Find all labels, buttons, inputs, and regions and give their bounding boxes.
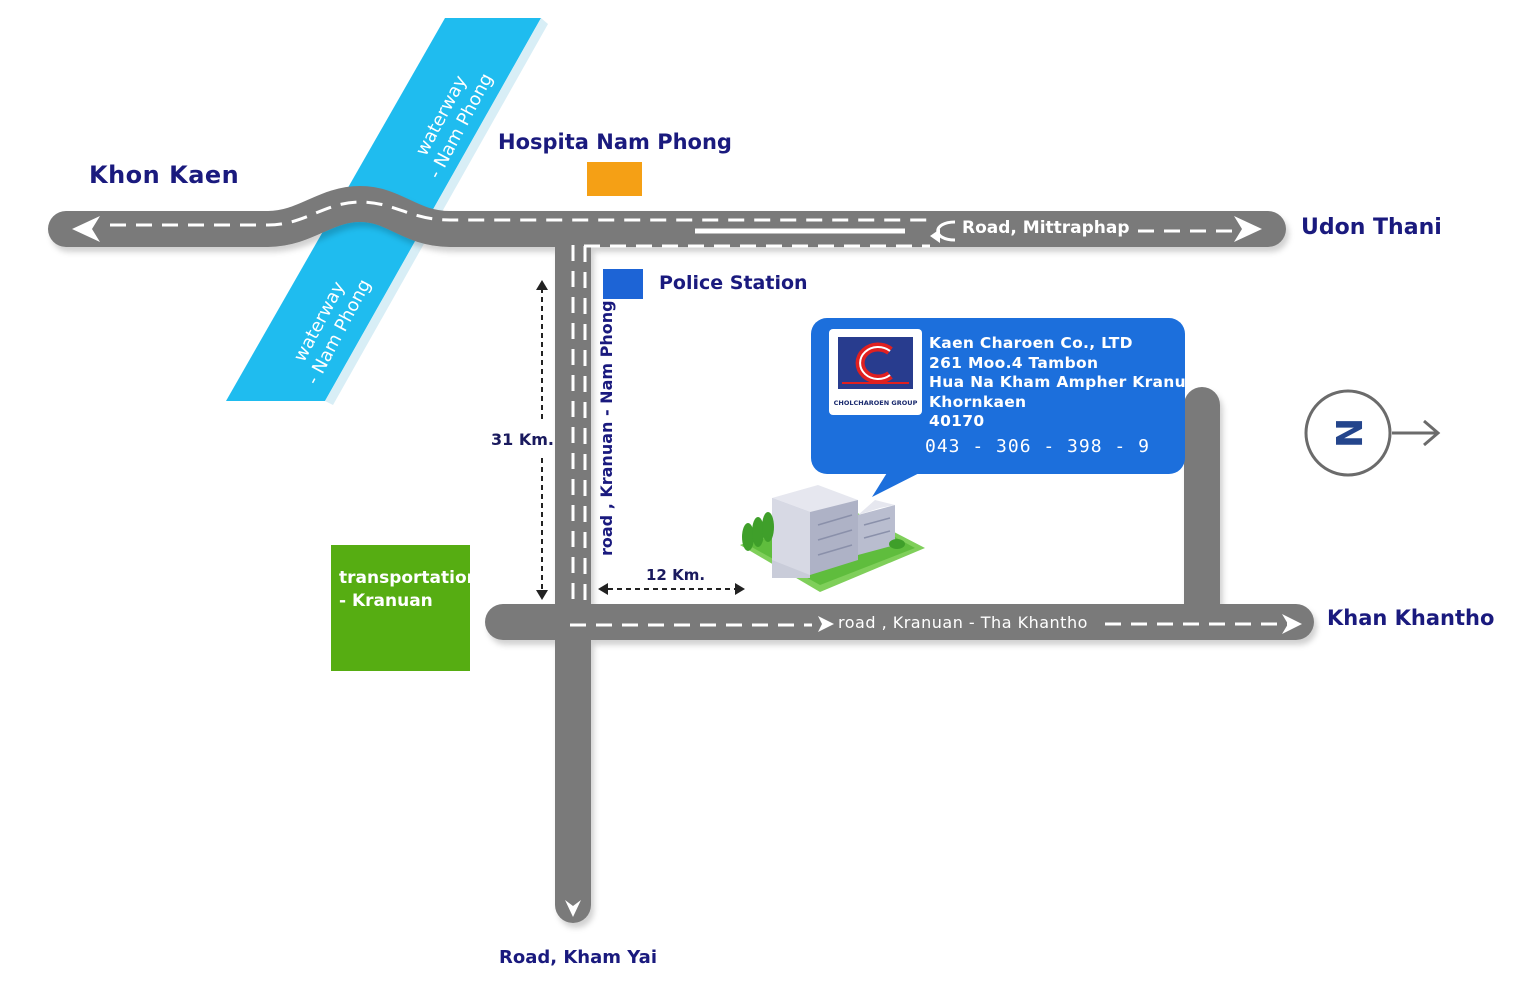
city-khon-kaen: Khon Kaen — [89, 161, 240, 189]
arrow-south-icon — [565, 900, 581, 917]
road-network — [48, 186, 1314, 923]
hospital-label: Hospita Nam Phong — [498, 130, 732, 154]
transportation-label-line1: transportation — [339, 568, 479, 588]
road-label-kranuan-tha-khantho: road , Kranuan - Tha Khantho — [838, 613, 1088, 632]
company-postcode: 40170 — [929, 412, 985, 430]
company-logo: CHOLCHAROEN GROUP — [829, 329, 922, 415]
north-compass-icon: N — [1304, 389, 1441, 477]
arrow-east-khantho-icon — [1282, 614, 1302, 634]
road-mittraphap — [48, 186, 1286, 247]
road-label-kranuan-nam-phong: road , Kranuan - Nam Phong — [597, 300, 616, 556]
arrow-west-icon — [72, 216, 100, 242]
company-logo-mark — [838, 337, 913, 389]
company-building-icon — [740, 485, 925, 592]
company-address-line2: Hua Na Kham Ampher Kranuan — [929, 373, 1209, 391]
company-address-line1: 261 Moo.4 Tambon — [929, 354, 1099, 372]
transportation-marker: transportation - Kranuan — [331, 545, 479, 671]
company-logo-caption: CHOLCHAROEN GROUP — [833, 399, 918, 407]
compass-letter: N — [1327, 418, 1368, 448]
arrow-east-icon — [1234, 216, 1262, 242]
transportation-label-line2: - Kranuan — [339, 591, 433, 611]
police-label: Police Station — [659, 272, 808, 294]
company-address-line3: Khornkaen — [929, 393, 1027, 411]
hospital-marker — [587, 162, 642, 196]
distance-label-horizontal: 12 Km. — [646, 566, 706, 584]
road-label-kham-yai: Road, Kham Yai — [499, 947, 657, 968]
road-label-mittraphap: Road, Mittraphap — [962, 218, 1130, 238]
company-phone: 043 - 306 - 398 - 9 — [925, 436, 1150, 457]
company-name: Kaen Charoen Co., LTD — [929, 334, 1133, 352]
company-callout: CHOLCHAROEN GROUP Kaen Charoen Co., LTD … — [811, 318, 1208, 474]
city-khan-khantho: Khan Khantho — [1327, 606, 1495, 630]
city-udon-thani: Udon Thani — [1301, 215, 1442, 240]
distance-label-vertical: 31 Km. — [491, 430, 554, 449]
police-marker — [603, 269, 643, 299]
